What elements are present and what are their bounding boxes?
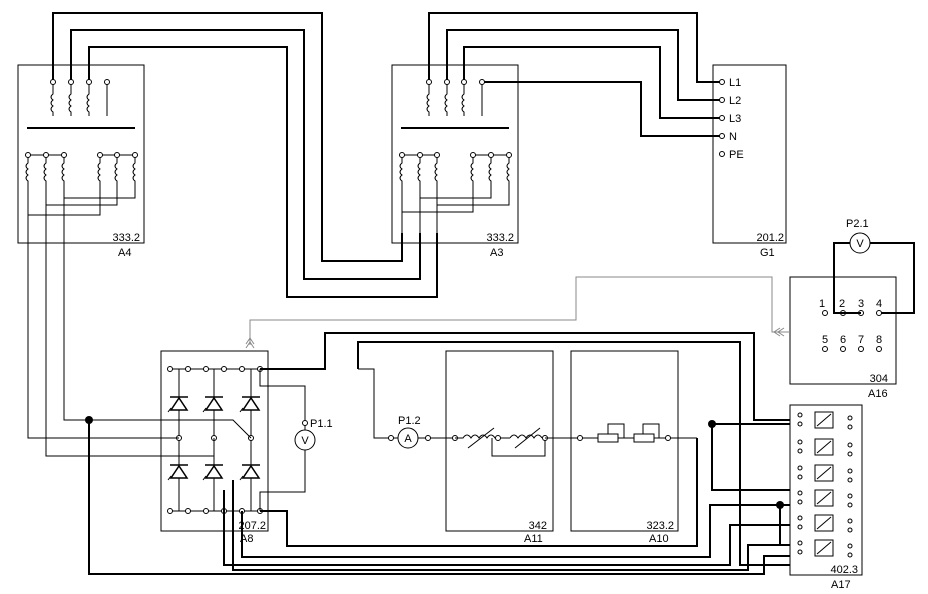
- p12-tag: P1.2: [398, 415, 421, 427]
- p11-symbol: V: [301, 435, 309, 447]
- a16-code: 304: [870, 373, 888, 385]
- resistor-a10: [545, 423, 697, 443]
- a17-code: 402.3: [830, 564, 858, 576]
- a16-label: A16: [868, 388, 888, 400]
- g1-terminal-l1: L1: [729, 77, 741, 89]
- a16-num-3: 3: [858, 298, 864, 310]
- a16-num-5: 5: [822, 334, 828, 346]
- a4-code: 333.2: [112, 232, 140, 244]
- transformer-a3: [399, 79, 512, 233]
- a8-code: 207.2: [238, 520, 266, 532]
- module-a16-box: [789, 276, 897, 385]
- module-a11-box: [445, 350, 554, 532]
- voltmeter-p21: V P2.1: [846, 218, 871, 254]
- a16-num-2: 2: [839, 298, 845, 310]
- module-a4-box: [17, 64, 145, 244]
- voltmeter-p11: V P1.1: [259, 369, 333, 511]
- p11-tag: P1.1: [310, 418, 333, 430]
- module-g1-box: [712, 64, 787, 244]
- control-signal-line: [245, 276, 790, 349]
- ammeter-p12: A P1.2: [358, 368, 455, 449]
- a16-num-7: 7: [858, 334, 864, 346]
- g1-terminals: L1 L2 L3 N PE: [719, 77, 744, 161]
- p21-tag: P2.1: [846, 218, 869, 230]
- dc-wiring: [88, 332, 790, 575]
- a17-label: A17: [831, 579, 851, 591]
- a16-terminals: 1 2 3 4 5 6 7 8: [819, 242, 915, 352]
- a3-code: 333.2: [486, 232, 514, 244]
- top-wiring: [52, 12, 720, 298]
- a11-code: 342: [529, 520, 547, 532]
- thyristor-bridge-a8: [167, 366, 263, 514]
- transformer-a4: [25, 79, 138, 216]
- p21-symbol: V: [856, 238, 864, 250]
- g1-terminal-l3: L3: [729, 113, 741, 125]
- a10-label: A10: [649, 533, 669, 545]
- a16-num-4: 4: [876, 298, 882, 310]
- a4-label: A4: [118, 247, 131, 259]
- g1-terminal-pe: PE: [729, 149, 744, 161]
- a3-label: A3: [490, 247, 503, 259]
- a16-num-6: 6: [840, 334, 846, 346]
- a16-num-8: 8: [876, 334, 882, 346]
- g1-label: G1: [760, 247, 775, 259]
- a10-code: 323.2: [646, 520, 674, 532]
- g1-code: 201.2: [756, 232, 784, 244]
- a4-to-a8-wiring: [27, 191, 252, 457]
- a17-switches: [797, 411, 853, 558]
- module-a3-box: [391, 64, 519, 244]
- g1-terminal-l2: L2: [729, 95, 741, 107]
- g1-terminal-n: N: [729, 131, 737, 143]
- a16-num-1: 1: [819, 298, 825, 310]
- p12-symbol: A: [404, 433, 412, 445]
- a8-label: A8: [240, 533, 253, 545]
- module-a10-box: [570, 350, 679, 532]
- a11-label: A11: [524, 533, 543, 545]
